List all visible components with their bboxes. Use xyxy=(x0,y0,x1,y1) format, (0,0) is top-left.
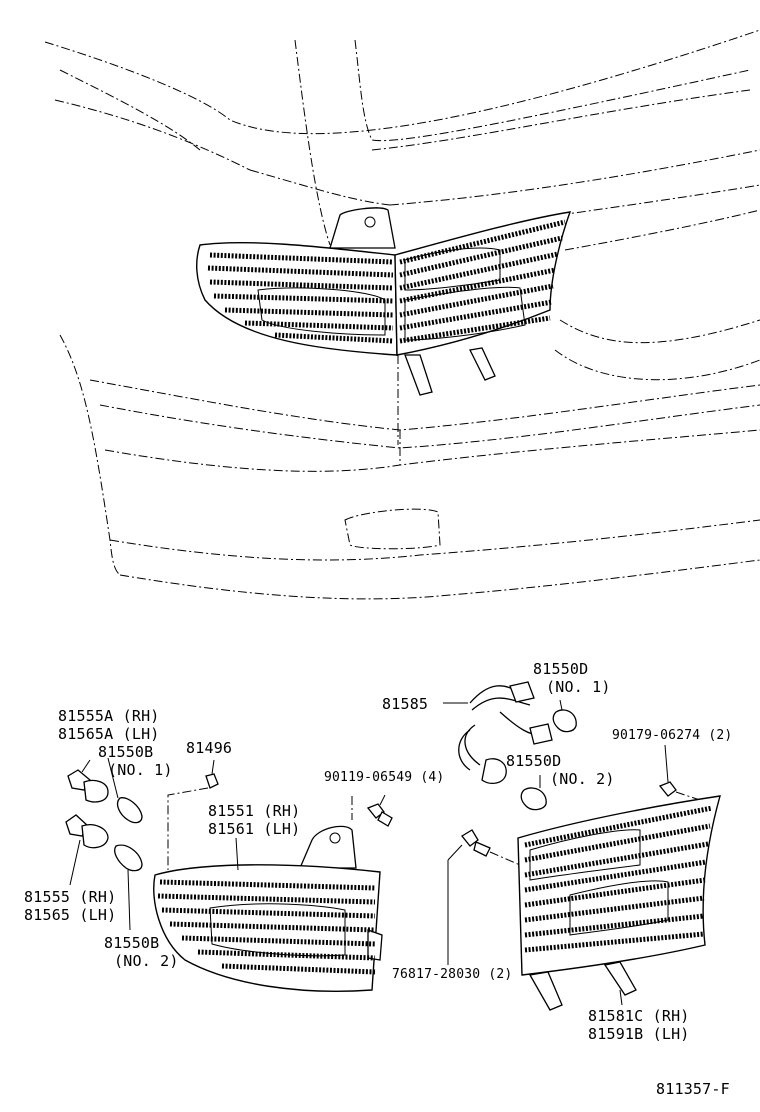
label-81561-lh: 81561 (LH) xyxy=(208,820,301,838)
label-90119-06549: 90119-06549 (4) xyxy=(324,770,445,785)
label-81496: 81496 xyxy=(186,739,233,757)
label-81550d-no1-qualifier: (NO. 1) xyxy=(546,678,611,696)
label-81550d-no2-qualifier: (NO. 2) xyxy=(550,770,615,788)
bulb-81550b-no1 xyxy=(116,797,143,824)
vehicle-body-outline xyxy=(44,29,760,600)
socket-81555a xyxy=(67,759,109,803)
screw-76817 xyxy=(447,829,521,965)
label-81585: 81585 xyxy=(382,695,429,713)
leader-lines xyxy=(211,699,669,1006)
label-81550b-no1-qualifier: (NO. 1) xyxy=(108,761,173,779)
left-socket-group xyxy=(65,757,219,931)
bolt-90119 xyxy=(351,796,393,827)
label-76817-28030: 76817-28030 (2) xyxy=(392,967,513,982)
bulb-81550d-no2 xyxy=(520,787,547,811)
left-lens-81551 xyxy=(153,825,383,992)
label-81550b-no2-qualifier: (NO. 2) xyxy=(114,952,179,970)
socket-81555 xyxy=(65,814,109,886)
nut-90179 xyxy=(658,781,677,797)
label-90179-06274: 90179-06274 (2) xyxy=(612,728,733,743)
bulb-81550b-no2 xyxy=(114,844,143,872)
label-81555-rh: 81555 (RH) xyxy=(24,888,117,906)
clip-81496 xyxy=(205,773,219,789)
label-81565a-lh: 81565A (LH) xyxy=(58,725,160,743)
assembled-rear-lamp xyxy=(196,207,572,445)
label-81550b-no2: 81550B xyxy=(104,934,160,952)
label-81551-rh: 81551 (RH) xyxy=(208,802,301,820)
right-lens-81581c xyxy=(517,795,721,1011)
label-81555a-rh: 81555A (RH) xyxy=(58,707,160,725)
label-81581c-rh: 81581C (RH) xyxy=(588,1007,690,1025)
label-81565-lh: 81565 (LH) xyxy=(24,906,117,924)
drawing-id: 811357-F xyxy=(656,1080,730,1098)
bulb-81550d-no1 xyxy=(552,709,577,733)
label-81550d-no1: 81550D xyxy=(533,660,589,678)
label-81550d-no2: 81550D xyxy=(506,752,562,770)
label-81550b-no1: 81550B xyxy=(98,743,154,761)
label-81591b-lh: 81591B (LH) xyxy=(588,1025,690,1043)
wiring-81585 xyxy=(443,681,553,785)
